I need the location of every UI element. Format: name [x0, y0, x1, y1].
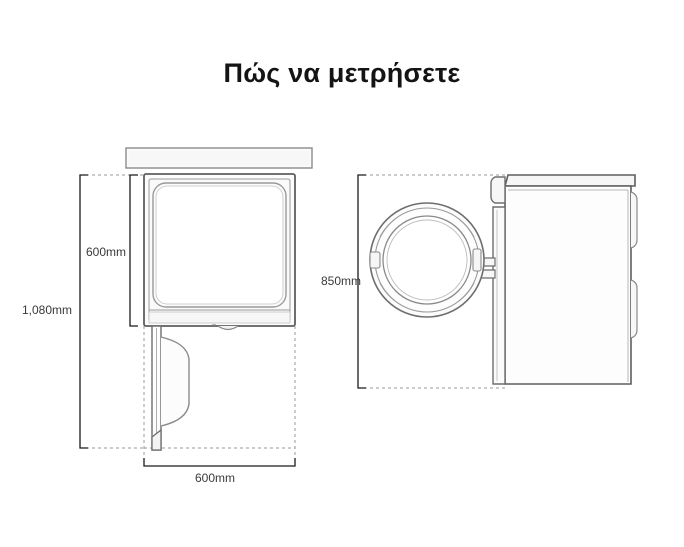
left-machine-body	[143, 173, 296, 327]
dimension-label-body-height: 600mm	[86, 245, 126, 259]
left-dimension-bracket-total	[79, 174, 88, 449]
right-guide-lines	[358, 174, 508, 389]
right-front-frame	[490, 176, 506, 385]
left-dimension-bracket-body	[129, 174, 138, 327]
page-title: Πώς να μετρήσετε	[223, 58, 461, 88]
right-open-door	[369, 202, 485, 318]
left-open-door	[151, 325, 190, 451]
dimension-label-height: 850mm	[321, 274, 361, 288]
dimension-label-total-depth: 1,080mm	[22, 303, 72, 317]
dimension-label-width: 600mm	[195, 471, 235, 485]
left-worktop-bar	[125, 147, 313, 169]
left-diagram: 1,080mm 600mm 600mm	[22, 147, 313, 485]
left-dimension-bracket-width	[143, 458, 296, 467]
left-machine-handle-detail	[212, 324, 239, 331]
right-machine-cabinet	[503, 174, 638, 385]
right-diagram: 850mm	[321, 174, 638, 389]
right-dimension-bracket-height	[357, 174, 366, 389]
